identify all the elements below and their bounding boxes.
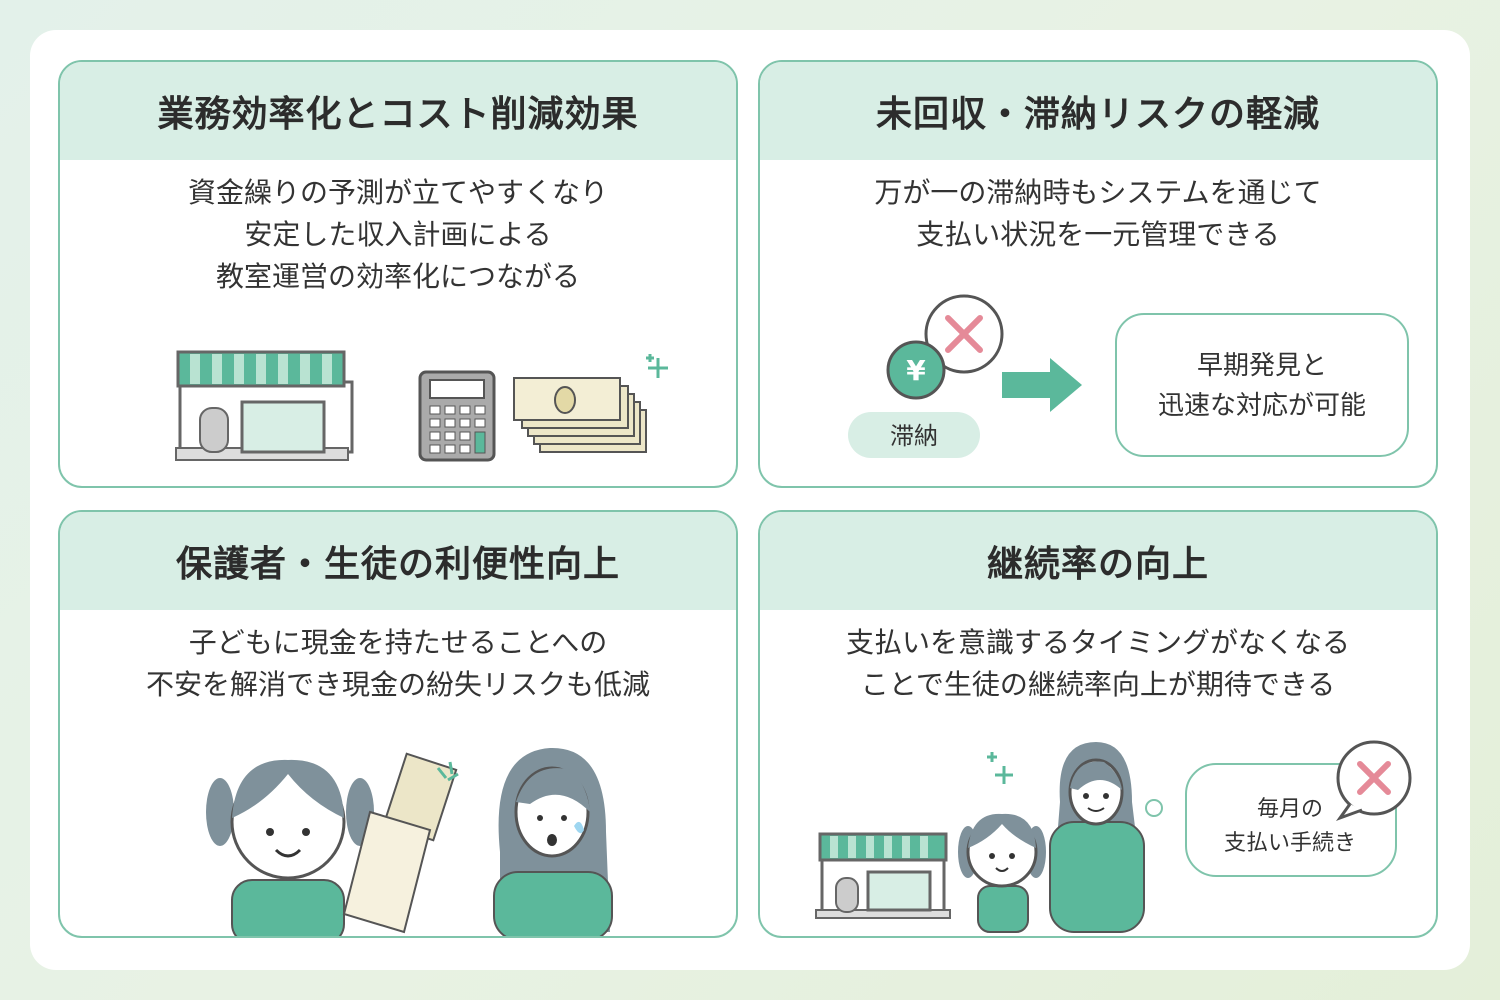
- child-illustration: [206, 759, 374, 936]
- card-description: 資金繰りの予測が立てやすくなり 安定した収入計画による 教室運営の効率化につなが…: [60, 172, 736, 298]
- card-retention: 継続率の向上 支払いを意識するタイミングがなくなる ことで生徒の継続率向上が期待…: [758, 510, 1438, 938]
- result-box: 早期発見と 迅速な対応が可能: [1115, 313, 1409, 457]
- banknotes-icon: [513, 377, 647, 453]
- cross-bubble-icon: [1335, 740, 1412, 822]
- card-illustration: ¥ 滞納 早期発見と 迅速な対応が可能: [848, 294, 1409, 458]
- card-description: 万が一の滞納時もシステムを通じて 支払い状況を一元管理できる: [760, 172, 1436, 256]
- sparkle-icon: [646, 354, 668, 378]
- result-line: 迅速な対応が可能: [1158, 391, 1366, 421]
- yen-symbol: ¥: [906, 354, 926, 387]
- desc-line: 子どもに現金を持たせることへの: [188, 626, 608, 659]
- card-illustration: 毎月の 支払い手続き: [815, 740, 1412, 933]
- thought-dot: [1145, 799, 1163, 817]
- card-illustration: [206, 747, 613, 936]
- desc-line: ことで生徒の継続率向上が期待できる: [860, 668, 1336, 701]
- child-illustration: [958, 813, 1046, 933]
- desc-line: 資金繰りの予測が立てやすくなり: [187, 176, 608, 209]
- envelope-cash-icon: [342, 752, 459, 934]
- result-line: 早期発見と: [1197, 351, 1327, 381]
- arrow-right-icon: [1002, 358, 1082, 412]
- desc-line: 支払い状況を一元管理できる: [916, 218, 1280, 251]
- card-description: 子どもに現金を持たせることへの 不安を解消でき現金の紛失リスクも低減: [60, 622, 736, 706]
- card-illustration: [175, 350, 668, 462]
- desc-line: 安定した収入計画による: [244, 218, 552, 251]
- card-title: 業務効率化とコスト削減効果: [60, 62, 736, 160]
- bubble-line: 毎月の: [1257, 797, 1323, 822]
- calculator-icon: [418, 370, 496, 462]
- sparkle-icon: [987, 752, 1013, 784]
- desc-line: 支払いを意識するタイミングがなくなる: [845, 626, 1350, 659]
- desc-line: 万が一の滞納時もシステムを通じて: [874, 176, 1322, 209]
- shop-icon: [815, 832, 951, 919]
- card-overdue-risk: 未回収・滞納リスクの軽減 万が一の滞納時もシステムを通じて 支払い状況を一元管理…: [758, 60, 1438, 488]
- card-efficiency: 業務効率化とコスト削減効果 資金繰りの予測が立てやすくなり 安定した収入計画によ…: [58, 60, 738, 488]
- shop-icon: [175, 350, 354, 461]
- bubble-line: 支払い手続き: [1224, 831, 1356, 856]
- desc-line: 不安を解消でき現金の紛失リスクも低減: [145, 668, 650, 701]
- parent-illustration: [1049, 742, 1145, 933]
- overdue-pill: 滞納: [848, 412, 980, 458]
- desc-line: 教室運営の効率化につながる: [215, 260, 580, 293]
- card-description: 支払いを意識するタイミングがなくなる ことで生徒の継続率向上が期待できる: [760, 622, 1436, 706]
- card-title: 保護者・生徒の利便性向上: [60, 512, 736, 610]
- card-convenience: 保護者・生徒の利便性向上 子どもに現金を持たせることへの 不安を解消でき現金の紛…: [58, 510, 738, 938]
- card-title: 未回収・滞納リスクの軽減: [760, 62, 1436, 160]
- card-title: 継続率の向上: [760, 512, 1436, 610]
- yen-coin-icon: ¥: [886, 340, 946, 400]
- overdue-label: 滞納: [890, 422, 938, 450]
- worried-parent-illustration: [493, 747, 613, 936]
